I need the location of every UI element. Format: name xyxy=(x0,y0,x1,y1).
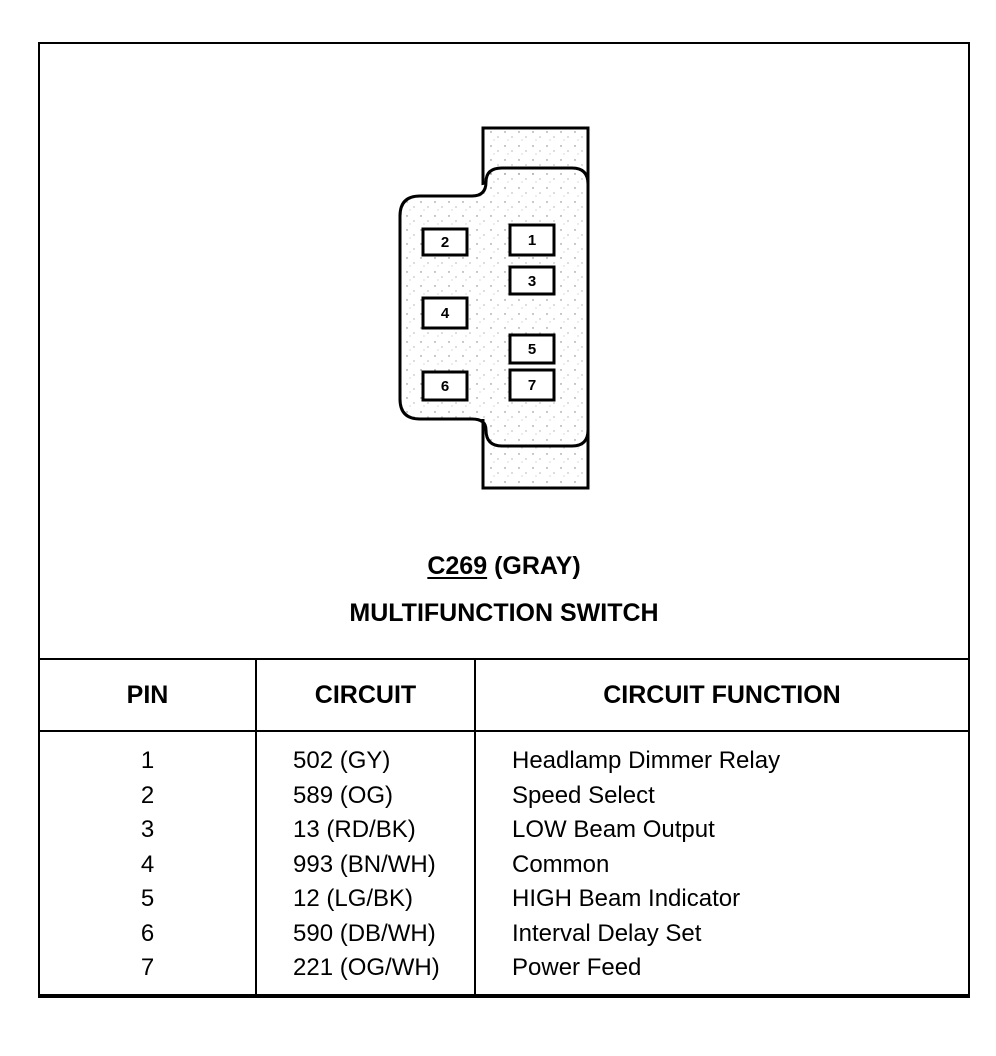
pin-label: 6 xyxy=(441,378,449,395)
table-cell-function: Common xyxy=(512,850,610,878)
table-cell-pin: 5 xyxy=(140,885,155,912)
pin-label: 5 xyxy=(528,341,536,358)
circuit-column: 502 (GY) 589 (OG) 13 (RD/BK) 993 (BN/WH)… xyxy=(255,731,476,998)
connector-name: MULTIFUNCTION SWITCH xyxy=(349,599,659,627)
table-cell-pin: 2 xyxy=(140,781,155,809)
connector-chart-frame: 2 1 3 4 5 6 7 C269 (GRAY) MULTIFUNCTI xyxy=(38,42,970,998)
table-cell-function: Headlamp Dimmer Relay xyxy=(512,747,781,774)
pin-label: 3 xyxy=(528,273,536,290)
table-cell-circuit: 993 (BN/WH) xyxy=(293,850,436,878)
table-body-row: 1 2 3 4 5 6 7 502 (GY) 589 (OG) 13 (RD/B… xyxy=(38,731,970,998)
table-cell-circuit: 221 (OG/WH) xyxy=(293,954,440,981)
table-cell-function: Power Feed xyxy=(512,954,642,981)
function-column: Headlamp Dimmer Relay Speed Select LOW B… xyxy=(474,731,970,998)
table-cell-circuit: 13 (RD/BK) xyxy=(293,816,416,843)
pin-label: 2 xyxy=(441,234,449,251)
connector-face-diagram: 2 1 3 4 5 6 7 xyxy=(398,126,590,490)
pin-label: 7 xyxy=(528,377,536,394)
table-cell-function: HIGH Beam Indicator xyxy=(512,885,741,912)
table-cell-function: LOW Beam Output xyxy=(512,816,715,843)
pin-label: 1 xyxy=(528,232,536,249)
table-cell-function: Speed Select xyxy=(512,781,655,809)
table-cell-pin: 1 xyxy=(140,747,155,774)
table-cell-function: Interval Delay Set xyxy=(512,919,702,947)
pin-cavity-7: 7 xyxy=(508,368,556,402)
pin-cavity-4: 4 xyxy=(421,296,469,330)
table-cell-pin: 3 xyxy=(140,816,155,843)
pin-column: 1 2 3 4 5 6 7 xyxy=(38,731,257,998)
pin-cavity-3: 3 xyxy=(508,265,556,296)
pin-cavity-2: 2 xyxy=(421,227,469,257)
pin-label: 4 xyxy=(441,305,450,322)
header-pin: PIN xyxy=(38,658,257,732)
table-cell-circuit: 12 (LG/BK) xyxy=(293,885,414,912)
connector-color: (GRAY) xyxy=(494,552,581,580)
pin-circuit-table: PIN CIRCUIT CIRCUIT FUNCTION 1 2 3 4 5 6… xyxy=(38,658,970,998)
connector-id: C269 xyxy=(427,552,488,580)
table-cell-circuit: 502 (GY) xyxy=(293,747,391,774)
table-cell-pin: 4 xyxy=(140,850,155,878)
table-cell-pin: 6 xyxy=(140,919,155,947)
header-circuit: CIRCUIT xyxy=(255,658,476,732)
table-cell-circuit: 590 (DB/WH) xyxy=(293,919,436,947)
table-cell-circuit: 589 (OG) xyxy=(293,781,394,809)
connector-title: C269 (GRAY) xyxy=(40,552,968,581)
table-cell-pin: 7 xyxy=(140,954,155,981)
table-header-row: PIN CIRCUIT CIRCUIT FUNCTION xyxy=(38,658,970,732)
pin-cavity-1: 1 xyxy=(508,223,556,257)
header-circuit-function: CIRCUIT FUNCTION xyxy=(474,658,970,732)
pin-cavity-5: 5 xyxy=(508,333,556,365)
pin-cavity-6: 6 xyxy=(421,370,469,402)
